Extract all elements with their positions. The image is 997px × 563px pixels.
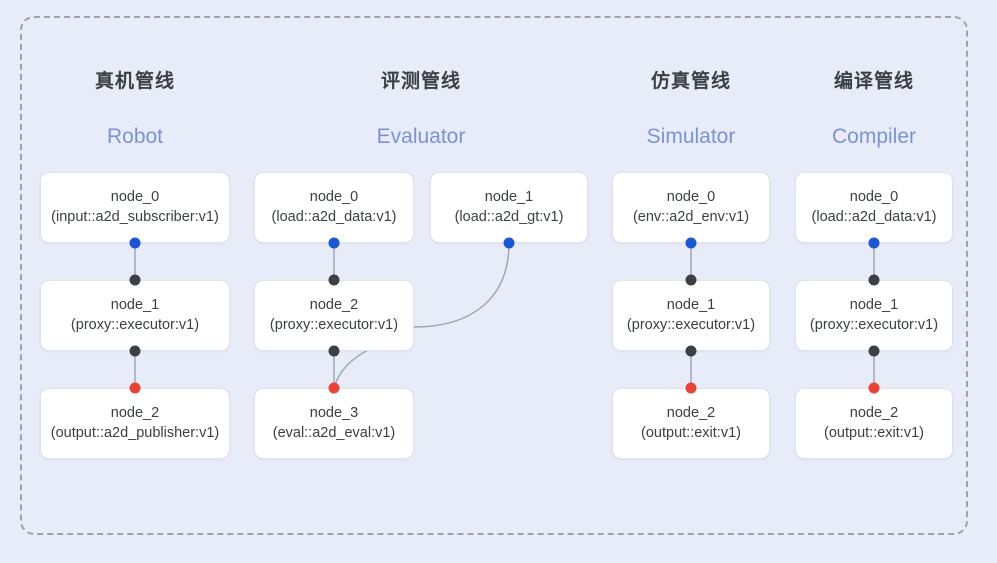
node-type-label: (proxy::executor:v1) [626, 317, 756, 333]
port-middle-dot-icon[interactable] [328, 274, 340, 286]
node-compiler-node_2[interactable]: node_2(output::exit:v1) [795, 388, 953, 459]
column-title-cn-robot: 真机管线 [94, 71, 176, 92]
node-robot-node_1[interactable]: node_1(proxy::executor:v1) [40, 280, 230, 351]
node-type-label: (output::a2d_publisher:v1) [50, 425, 220, 441]
node-name-label: node_1 [110, 297, 160, 313]
column-title-cn-evaluator: 评测管线 [380, 71, 462, 92]
port-input-dot-icon[interactable] [868, 237, 880, 249]
port-input-dot-icon[interactable] [685, 237, 697, 249]
column-title-cn-compiler: 编译管线 [833, 71, 915, 92]
column-title-en-compiler: Compiler [831, 125, 917, 148]
node-name-label: node_1 [484, 189, 534, 205]
port-middle-dot-icon[interactable] [129, 345, 141, 357]
port-output-dot-icon[interactable] [328, 382, 340, 394]
column-title-cn-simulator: 仿真管线 [650, 71, 732, 92]
node-name-label: node_0 [849, 189, 899, 205]
node-name-label: node_2 [309, 297, 359, 313]
node-name-label: node_2 [666, 405, 716, 421]
node-type-label: (input::a2d_subscriber:v1) [51, 209, 219, 225]
port-middle-dot-icon[interactable] [868, 345, 880, 357]
node-compiler-node_0[interactable]: node_0(load::a2d_data:v1) [795, 172, 953, 243]
port-middle-dot-icon[interactable] [129, 274, 141, 286]
node-type-label: (load::a2d_data:v1) [271, 209, 397, 225]
node-type-label: (load::a2d_data:v1) [811, 209, 937, 225]
node-simulator-node_1[interactable]: node_1(proxy::executor:v1) [612, 280, 770, 351]
column-title-en-simulator: Simulator [646, 125, 736, 148]
node-robot-node_0[interactable]: node_0(input::a2d_subscriber:v1) [40, 172, 230, 243]
node-type-label: (load::a2d_gt:v1) [454, 209, 564, 225]
column-title-en-evaluator: Evaluator [376, 125, 466, 148]
node-type-label: (output::exit:v1) [824, 425, 924, 441]
port-middle-dot-icon[interactable] [685, 345, 697, 357]
node-robot-node_2[interactable]: node_2(output::a2d_publisher:v1) [40, 388, 230, 459]
edge-eval-gt-3 [333, 344, 381, 389]
node-simulator-node_2[interactable]: node_2(output::exit:v1) [612, 388, 770, 459]
node-type-label: (proxy::executor:v1) [809, 317, 939, 333]
port-input-dot-icon[interactable] [503, 237, 515, 249]
port-output-dot-icon[interactable] [129, 382, 141, 394]
port-middle-dot-icon[interactable] [328, 345, 340, 357]
port-input-dot-icon[interactable] [129, 237, 141, 249]
edge-eval-gt-2 [413, 242, 510, 328]
node-evaluator-node_1[interactable]: node_1(load::a2d_gt:v1) [430, 172, 588, 243]
port-output-dot-icon[interactable] [868, 382, 880, 394]
node-evaluator-node_3[interactable]: node_3(eval::a2d_eval:v1) [254, 388, 414, 459]
node-evaluator-node_0[interactable]: node_0(load::a2d_data:v1) [254, 172, 414, 243]
node-name-label: node_0 [666, 189, 716, 205]
node-type-label: (eval::a2d_eval:v1) [272, 425, 396, 441]
port-middle-dot-icon[interactable] [868, 274, 880, 286]
node-name-label: node_3 [309, 405, 359, 421]
node-evaluator-node_2[interactable]: node_2(proxy::executor:v1) [254, 280, 414, 351]
port-input-dot-icon[interactable] [328, 237, 340, 249]
node-name-label: node_1 [849, 297, 899, 313]
node-name-label: node_0 [110, 189, 160, 205]
node-type-label: (output::exit:v1) [641, 425, 741, 441]
node-name-label: node_0 [309, 189, 359, 205]
port-output-dot-icon[interactable] [685, 382, 697, 394]
node-simulator-node_0[interactable]: node_0(env::a2d_env:v1) [612, 172, 770, 243]
node-name-label: node_1 [666, 297, 716, 313]
node-type-label: (env::a2d_env:v1) [632, 209, 750, 225]
node-compiler-node_1[interactable]: node_1(proxy::executor:v1) [795, 280, 953, 351]
column-title-en-robot: Robot [106, 125, 164, 148]
node-name-label: node_2 [110, 405, 160, 421]
node-type-label: (proxy::executor:v1) [70, 317, 200, 333]
node-type-label: (proxy::executor:v1) [269, 317, 399, 333]
node-name-label: node_2 [849, 405, 899, 421]
port-middle-dot-icon[interactable] [685, 274, 697, 286]
